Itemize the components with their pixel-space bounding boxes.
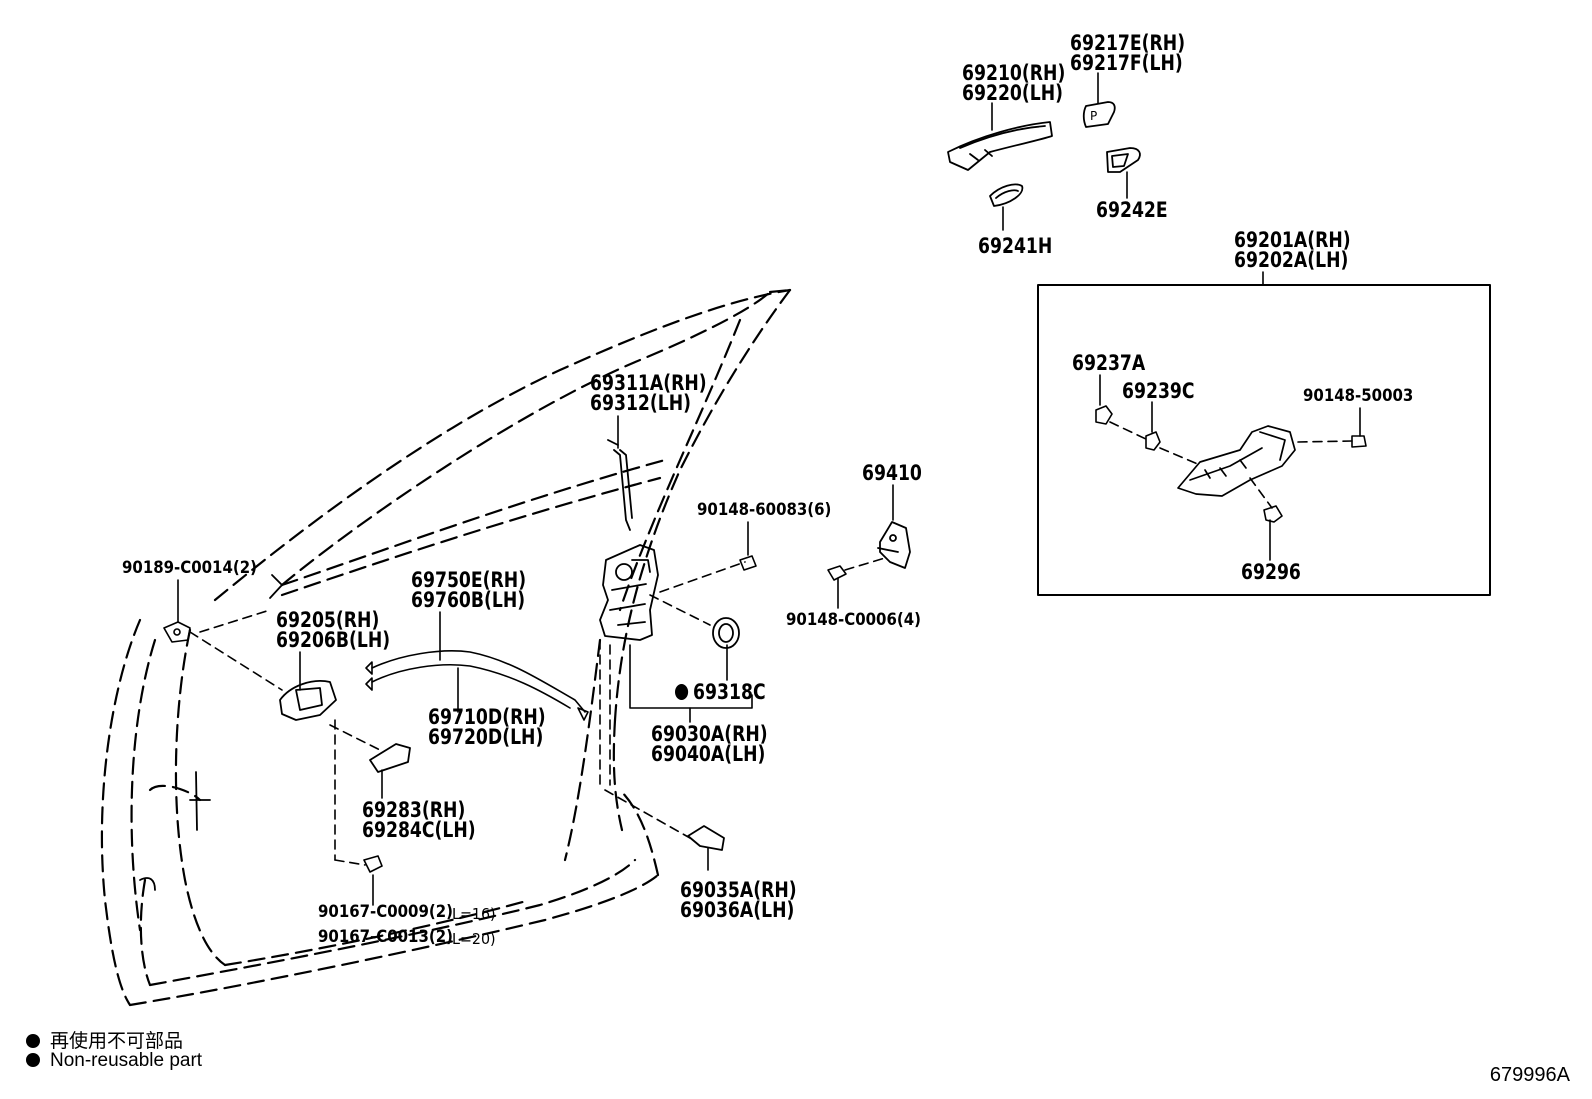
svg-text:P: P: [1090, 109, 1097, 123]
label-69035: 69035A(RH)69036A(LH): [680, 878, 797, 922]
handle-pad-rear: [1106, 147, 1141, 173]
label-69311: 69311A(RH)69312(LH): [590, 371, 707, 415]
label-90167-b: 90167-C0013(2): [318, 927, 453, 947]
leader-lines: [177, 72, 1361, 906]
inside-handle: [279, 680, 337, 721]
handle-pad-front: [989, 183, 1024, 207]
door-details: [139, 439, 619, 891]
clip-69237A: [1095, 405, 1113, 425]
bullet-dot: [26, 1034, 40, 1048]
label-90167-a: 90167-C0009(2): [318, 902, 453, 922]
key-cylinder-cap: P: [1082, 101, 1116, 128]
label-69283: 69283(RH)69284C(LH): [362, 798, 476, 842]
screw-90148-50003: [1351, 435, 1367, 448]
label-69217: 69217E(RH)69217F(LH): [1070, 31, 1186, 75]
control-cables: [365, 650, 589, 721]
label-69237A: 69237A: [1072, 351, 1146, 375]
label-69710: 69710D(RH)69720D(LH): [428, 705, 546, 749]
label-69030: 69030A(RH)69040A(LH): [651, 722, 768, 766]
figure-code: 679996A: [1489, 1064, 1570, 1086]
clip-90189: [163, 621, 191, 643]
label-69410: 69410: [862, 461, 922, 485]
label-69241H: 69241H: [978, 234, 1053, 258]
screw-69296: [1263, 505, 1283, 523]
screw-90148-C0006: [827, 565, 847, 581]
door-lock-assembly: [599, 544, 659, 641]
handle-frame-box: [1037, 284, 1491, 596]
label-69242E: 69242E: [1096, 198, 1168, 222]
label-69296: 69296: [1241, 560, 1301, 584]
label-90189: 90189-C0014(2): [122, 558, 257, 578]
label-69210: 69210(RH)69220(LH): [962, 61, 1066, 105]
door-outline: [100, 288, 792, 1007]
screw-90167: [363, 855, 383, 873]
non-reusable-marker: [675, 684, 689, 700]
label-69750: 69750E(RH)69760B(LH): [411, 568, 527, 612]
lock-rod: [613, 449, 633, 531]
label-69201: 69201A(RH)69202A(LH): [1234, 228, 1351, 272]
outside-handle: [947, 121, 1053, 171]
legend-english: Non-reusable part: [26, 1050, 202, 1072]
grommet-69318C: [712, 617, 740, 649]
label-90167-a-length: L=16): [452, 905, 496, 923]
label-69205: 69205(RH)69206B(LH): [276, 608, 391, 652]
lock-cover: [687, 825, 725, 851]
striker-69410: [877, 521, 911, 569]
clip-69239C: [1145, 431, 1161, 451]
bullet-dot: [26, 1053, 40, 1067]
inside-handle-bezel: [369, 743, 411, 773]
handle-frame: [1177, 425, 1296, 497]
label-90148-C0006: 90148-C0006(4): [786, 610, 921, 630]
screw-90148-60083: [739, 555, 757, 571]
dashed-connections: [189, 421, 1353, 866]
label-90148-60083: 90148-60083(6): [697, 500, 832, 520]
label-69239C: 69239C: [1122, 379, 1195, 403]
label-69318C: 69318C: [675, 682, 766, 703]
label-90167-b-length: L=20): [452, 930, 496, 948]
label-90148-50003: 90148-50003: [1303, 386, 1414, 406]
legend-japanese: 再使用不可部品: [26, 1026, 183, 1053]
